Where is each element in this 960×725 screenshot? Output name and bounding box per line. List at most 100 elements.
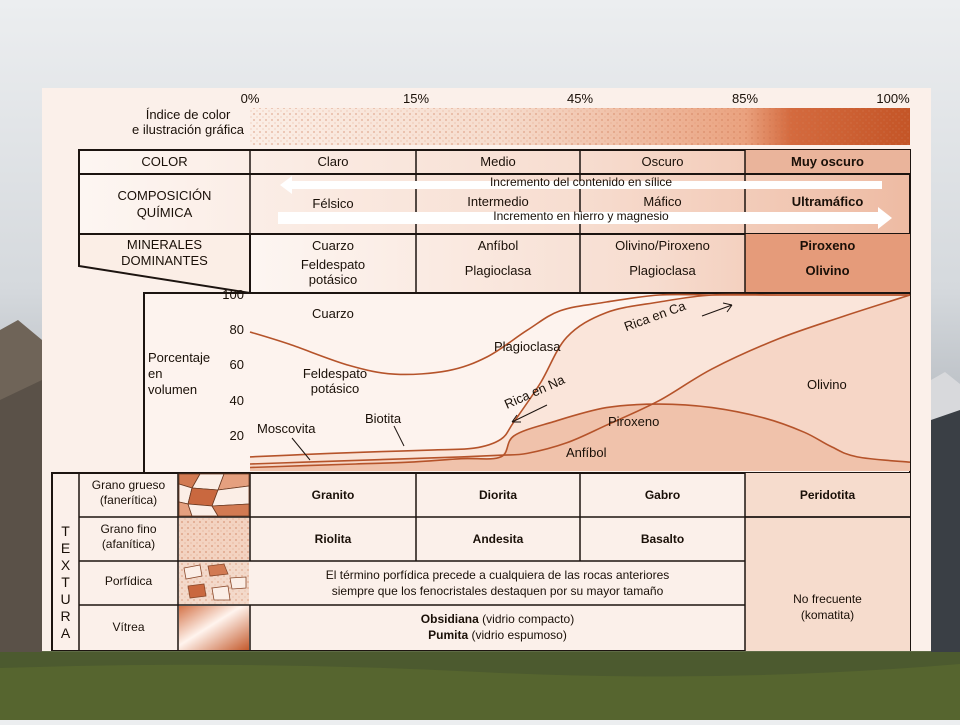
rock-diorite: Diorita bbox=[478, 488, 517, 502]
minerals-label-line2: DOMINANTES bbox=[121, 253, 208, 268]
chart-graphics bbox=[51, 108, 911, 651]
composition-mafic: Máfico bbox=[643, 194, 682, 209]
y-tick-label: 60 bbox=[229, 357, 244, 373]
na-rich-arrow bbox=[511, 404, 548, 423]
texture-letter-2: E bbox=[60, 540, 71, 556]
chart-label-kfeldspar-line2: potásico bbox=[310, 381, 360, 396]
texture-letter-5: U bbox=[60, 591, 71, 607]
mineral-boundary-curve bbox=[249, 403, 911, 469]
iron-magnesium-arrow bbox=[278, 207, 892, 229]
texture-letter-4: T bbox=[61, 574, 70, 590]
silica-arrow-label: Incremento del contenido en sílice bbox=[489, 175, 673, 189]
texture-fine-line2: (afanítica) bbox=[101, 537, 156, 551]
color-row-ultramafic-cell bbox=[745, 150, 910, 174]
minerals-felsic-line3: potásico bbox=[308, 272, 358, 287]
composition-label-line2: QUÍMICA bbox=[136, 205, 193, 220]
color-index-tick-2: 45% bbox=[566, 91, 594, 106]
biotite-pointer bbox=[393, 425, 405, 447]
texture-grid bbox=[78, 473, 910, 651]
color-row-label: COLOR bbox=[141, 154, 188, 169]
minerals-intermediate-line1: Anfíbol bbox=[477, 238, 519, 253]
chart-label-muscovite: Moscovita bbox=[257, 421, 316, 436]
chart-label-olivine: Olivino bbox=[807, 377, 847, 392]
y-tick-label: 20 bbox=[229, 427, 244, 443]
minerals-mafic-line2: Plagioclasa bbox=[629, 263, 696, 278]
texture-glassy: Vítrea bbox=[112, 620, 145, 634]
texture-porphyritic: Porfídica bbox=[104, 574, 153, 588]
texture-vertical-label: T E X T U R A bbox=[52, 523, 79, 642]
texture-ultramafic-column bbox=[745, 473, 910, 651]
chart-label-plagioclase: Plagioclasa bbox=[494, 339, 561, 354]
rock-andesite: Andesita bbox=[472, 532, 524, 546]
color-index-label-line1: Índice de color bbox=[145, 107, 231, 122]
rock-rhyolite: Riolita bbox=[314, 532, 352, 546]
iron-magnesium-arrow-label: Incremento en hierro y magnesio bbox=[493, 209, 669, 223]
minerals-row-ultramafic-cell bbox=[745, 234, 910, 293]
mineral-boundary-curve bbox=[249, 294, 911, 465]
silica-arrow bbox=[280, 176, 882, 194]
porphyritic-swatch bbox=[179, 562, 249, 604]
chart-label-quartz: Cuarzo bbox=[312, 306, 354, 321]
color-value-very-dark: Muy oscuro bbox=[791, 154, 864, 169]
chart-label-biotite: Biotita bbox=[365, 411, 402, 426]
color-index-dots bbox=[250, 108, 910, 145]
uncommon-line1: No frecuente bbox=[793, 592, 862, 606]
mafic-band bbox=[250, 294, 910, 464]
y-tick-label: 100 bbox=[222, 287, 244, 302]
texture-coarse-line2: (fanerítica) bbox=[99, 493, 158, 507]
texture-letter-6: R bbox=[60, 608, 71, 624]
plagioclase-band bbox=[250, 294, 910, 457]
chart-ylabel-line1: Porcentaje bbox=[148, 350, 211, 365]
composition-ultramafic: Ultramáfico bbox=[791, 194, 864, 209]
minerals-ultramafic-line2: Olivino bbox=[805, 263, 850, 278]
mineral-boundary-curve bbox=[249, 293, 910, 458]
chart-label-amphibole: Anfíbol bbox=[566, 445, 607, 460]
muscovite-pointer bbox=[291, 437, 311, 461]
color-index-tick-1: 15% bbox=[402, 91, 430, 106]
minerals-felsic-line1: Cuarzo bbox=[312, 238, 354, 253]
minerals-label-line1: MINERALES bbox=[126, 237, 203, 252]
texture-letter-7: A bbox=[60, 625, 71, 641]
y-tick-label: 40 bbox=[229, 392, 244, 408]
porphyritic-note-line2: siempre que los fenocristales destaquen … bbox=[331, 584, 664, 598]
color-value-dark: Oscuro bbox=[641, 154, 684, 169]
uncommon-line2: (komatita) bbox=[800, 608, 855, 622]
composition-label-line1: COMPOSICIÓN bbox=[117, 188, 212, 203]
igneous-rock-classification-chart: Índice de color e ilustración gráfica 0%… bbox=[42, 88, 931, 651]
rock-obsidian-note: (vidrio compacto) bbox=[482, 612, 575, 626]
rock-obsidian: Obsidiana bbox=[420, 612, 479, 626]
minerals-ultramafic-line1: Piroxeno bbox=[799, 238, 856, 253]
rock-peridotite: Peridotita bbox=[799, 488, 856, 502]
rock-pumice-note: (vidrio espumoso) bbox=[471, 628, 567, 642]
plot-area bbox=[249, 293, 911, 471]
porphyritic-note-line1: El término porfídica precede a cualquier… bbox=[325, 568, 670, 582]
composition-intermediate: Intermedio bbox=[467, 194, 529, 209]
chart-ylabel-line2: en bbox=[148, 366, 163, 381]
rock-granite: Granito bbox=[311, 488, 355, 502]
texture-coarse-line1: Grano grueso bbox=[91, 478, 166, 492]
composition-felsic: Félsico bbox=[312, 196, 354, 211]
glassy-swatch bbox=[179, 606, 249, 650]
color-value-medium: Medio bbox=[480, 154, 516, 169]
coarse-grain-swatch bbox=[178, 473, 250, 517]
chart-label-kfeldspar-line1: Feldespato bbox=[302, 366, 368, 381]
y-tick-label: 80 bbox=[229, 322, 244, 338]
texture-letter-3: X bbox=[60, 557, 71, 573]
minerals-intermediate-line2: Plagioclasa bbox=[464, 263, 532, 278]
ca-rich-arrow bbox=[701, 302, 733, 317]
color-index-tick-4: 100% bbox=[876, 91, 910, 106]
color-value-light: Claro bbox=[317, 154, 349, 169]
rock-pumice: Pumita bbox=[428, 628, 469, 642]
color-index-tick-3: 85% bbox=[731, 91, 759, 106]
color-index-tick-0: 0% bbox=[240, 91, 260, 106]
color-index-label-line2: e ilustración gráfica bbox=[132, 122, 244, 137]
minerals-mafic-line1: Olivino/Piroxeno bbox=[615, 238, 710, 253]
texture-fine-line1: Grano fino bbox=[100, 522, 157, 536]
chart-ylabel-line3: volumen bbox=[148, 382, 198, 397]
minerals-felsic-line2: Feldespato bbox=[300, 257, 366, 272]
texture-letter-1: T bbox=[61, 523, 70, 539]
rock-gabbro: Gabro bbox=[644, 488, 681, 502]
rock-basalt: Basalto bbox=[640, 532, 685, 546]
chart-label-pyroxene: Piroxeno bbox=[608, 414, 660, 429]
